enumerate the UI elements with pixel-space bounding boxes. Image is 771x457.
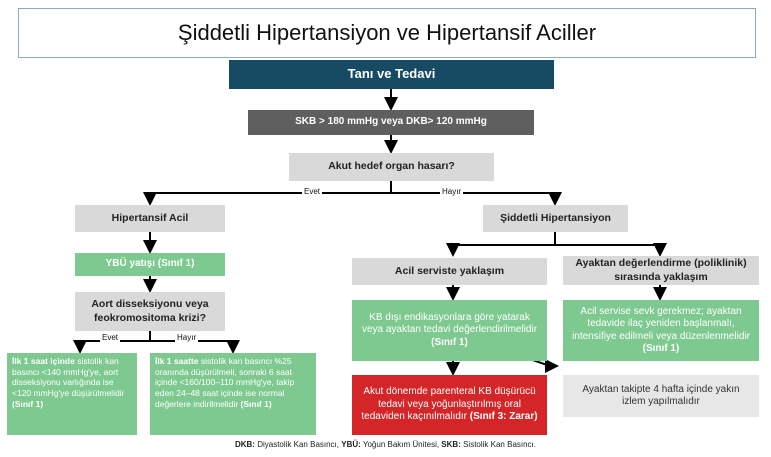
yes-class: (Sınıf 1) — [12, 398, 44, 409]
red-text: Akut dönemde parenteral KB düşürücü teda… — [361, 386, 536, 423]
yes-text: sistolik kan basıncı <140 mmHg'ye, aort … — [12, 356, 125, 398]
er-green-class: (Sınıf 1) — [431, 336, 468, 348]
er-green-text: KB dışı endikasyonlara göre yatarak veya… — [361, 311, 538, 336]
out-green-class: (Sınıf 1) — [642, 343, 680, 354]
box-er-green: KB dışı endikasyonlara göre yatarak veya… — [352, 300, 547, 361]
box-outpatient-approach: Ayaktan değerlendirme (poliklinik) sıras… — [563, 256, 759, 285]
page-title: Şiddetli Hipertansiyon ve Hipertansif Ac… — [18, 8, 756, 58]
box-siddetli-hipertansiyon: Şiddetli Hipertansiyon — [483, 205, 628, 232]
arrow-split-right — [149, 192, 562, 206]
no-text: sistolik kan basıncı %25 oranında düşürü… — [155, 356, 295, 409]
footer-skb-abbr: SKB: — [441, 440, 461, 449]
box-er-approach: Acil serviste yaklaşım — [352, 258, 547, 285]
box-hipertansif-acil: Hipertansif Acil — [75, 205, 225, 232]
out-green-text: Acil servise sevk gerekmez; ayaktan teda… — [572, 305, 750, 342]
header-tani-tedavi: Tanı ve Tedavi — [229, 60, 554, 89]
footer-abbreviations: DKB: Diyastolik Kan Basıncı, YBÜ: Yoğun … — [0, 440, 771, 449]
no-class: (Sınıf 1) — [240, 398, 272, 409]
box-out-green: Acil servise sevk gerekmez; ayaktan teda… — [563, 300, 759, 361]
red-class: (Sınıf 3: Zarar) — [469, 411, 538, 423]
label-hayir-2: Hayır — [175, 333, 199, 342]
footer-ybu-abbr: YBÜ: — [341, 440, 361, 449]
criteria-box: SKB > 180 mmHg veya DKB> 120 mmHg — [248, 110, 534, 135]
box-followup: Ayaktan takipte 4 hafta içinde yakın izl… — [563, 375, 759, 417]
label-evet-2: Evet — [100, 333, 121, 342]
label-evet: Evet — [302, 187, 323, 196]
arrow-q2-right — [79, 340, 240, 354]
box-icu: YBÜ yatışı (Sınıf 1) — [75, 253, 225, 276]
footer-dkb-text: Diyastolik Kan Basıncı, — [254, 440, 342, 449]
footer-skb-text: Sistolik Kan Basıncı. — [460, 440, 537, 449]
footer-ybu-text: Yoğun Bakım Ünitesi, — [360, 440, 442, 449]
question-aort: Aort disseksiyonu veya feokromositoma kr… — [75, 292, 225, 331]
question-organ-damage: Akut hedef organ hasarı? — [289, 153, 494, 181]
arrow-siddetli-right — [452, 243, 667, 257]
yes-bold: İlk 1 saat içinde — [12, 356, 75, 366]
label-hayir: Hayır — [440, 187, 464, 196]
box-first-hour-no: İlk 1 saatte sistolik kan basıncı %25 or… — [150, 353, 316, 435]
box-first-hour-yes: İlk 1 saat içinde sistolik kan basıncı <… — [7, 353, 137, 435]
box-red-warning: Akut dönemde parenteral KB düşürücü teda… — [352, 375, 547, 435]
footer-dkb-abbr: DKB: — [234, 440, 255, 449]
no-bold: İlk 1 saatte — [155, 356, 199, 366]
